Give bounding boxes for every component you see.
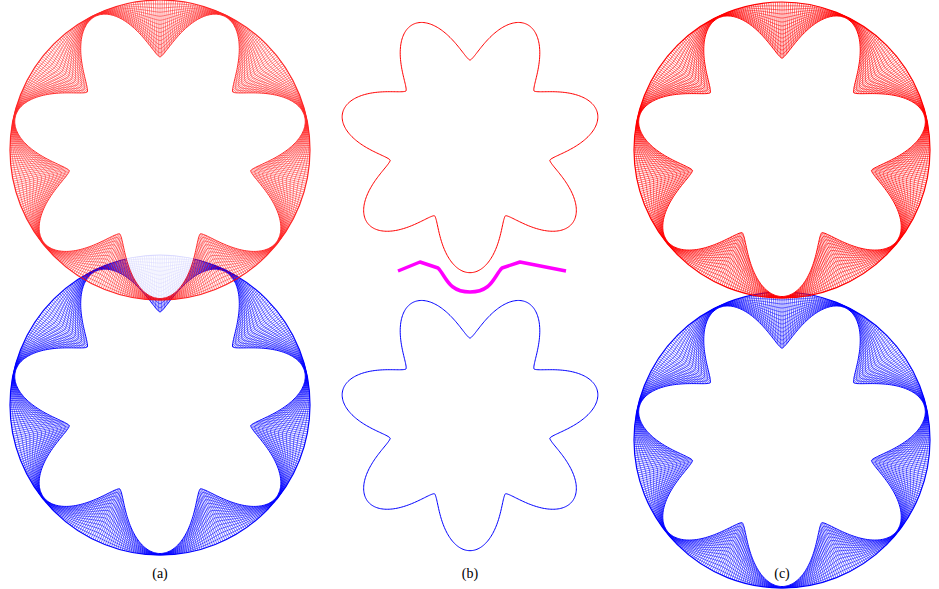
rotor-mesh <box>634 292 930 588</box>
rotor-profile <box>15 269 306 553</box>
rotor-profile <box>15 14 306 298</box>
panel-label: (c) <box>774 566 790 582</box>
contact-curve <box>398 262 566 292</box>
panel-a-rotors <box>10 0 310 555</box>
rotor-profile <box>639 306 926 587</box>
panel-c-rotors <box>634 2 930 588</box>
red-rotor-group <box>10 0 310 300</box>
rotor-profile <box>639 16 926 297</box>
rotor-mesh <box>634 2 930 298</box>
panel-label: (a) <box>152 566 168 582</box>
rotor-mesh <box>10 0 310 300</box>
rotor-outer-circle <box>10 0 310 300</box>
panel-label: (b) <box>462 566 478 582</box>
rotor-outer-circle <box>634 2 930 298</box>
rotor-outer-circle <box>634 292 930 588</box>
panel-b-profiles <box>342 22 598 550</box>
red-profile <box>342 22 598 272</box>
blue-profile <box>342 300 598 550</box>
